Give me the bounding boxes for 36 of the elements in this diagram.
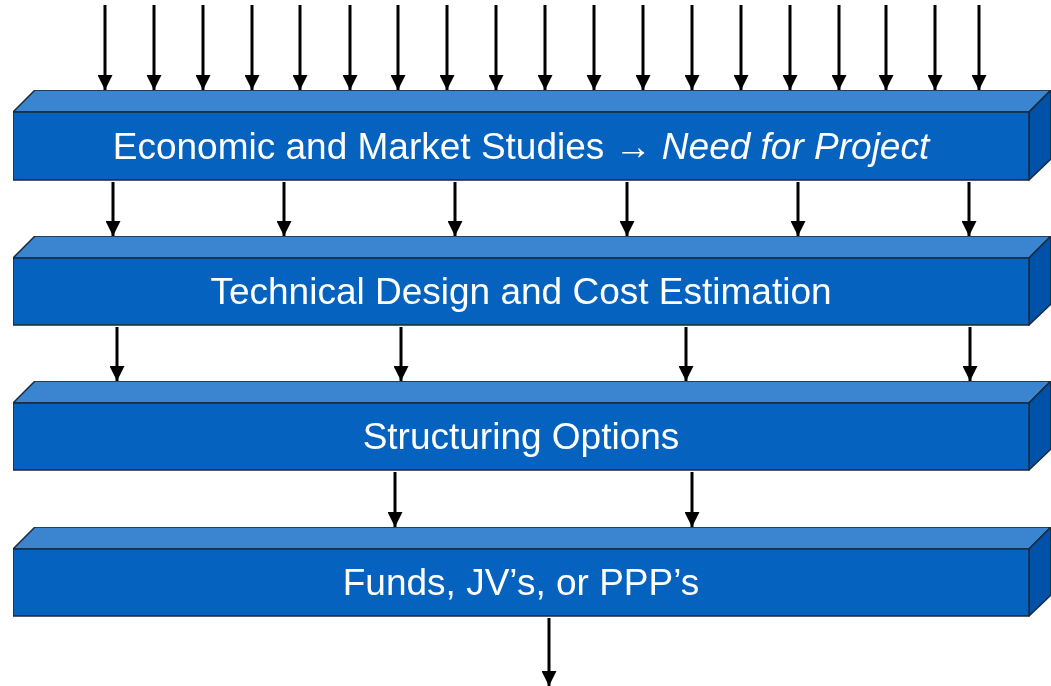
bar-label: Technical Design and Cost Estimation	[210, 271, 832, 313]
arrow	[146, 5, 162, 90]
arrow	[927, 5, 943, 90]
arrow	[390, 5, 406, 90]
arrow	[971, 5, 987, 90]
arrow	[105, 182, 121, 236]
arrow	[393, 327, 409, 381]
arrow	[488, 5, 504, 90]
arrow	[586, 5, 602, 90]
arrow	[109, 327, 125, 381]
arrow	[387, 472, 403, 527]
arrow	[619, 182, 635, 236]
arrow	[961, 182, 977, 236]
arrow	[537, 5, 553, 90]
bar-label: Funds, JV’s, or PPP’s	[342, 562, 700, 604]
arrow	[684, 472, 700, 527]
arrow	[439, 5, 455, 90]
bar-label: Economic and Market Studies → Need for Project	[112, 125, 930, 168]
arrow	[342, 5, 358, 90]
arrow	[244, 5, 260, 90]
arrow	[678, 327, 694, 381]
arrow	[878, 5, 894, 90]
arrow	[635, 5, 651, 90]
arrow	[97, 5, 113, 90]
arrow	[733, 5, 749, 90]
bar-label: Structuring Options	[362, 416, 680, 458]
arrow	[790, 182, 806, 236]
arrow	[831, 5, 847, 90]
arrow	[447, 182, 463, 236]
arrow	[541, 618, 557, 686]
arrow	[684, 5, 700, 90]
arrow	[195, 5, 211, 90]
arrow	[292, 5, 308, 90]
arrow	[782, 5, 798, 90]
arrow	[276, 182, 292, 236]
arrow	[962, 327, 978, 381]
